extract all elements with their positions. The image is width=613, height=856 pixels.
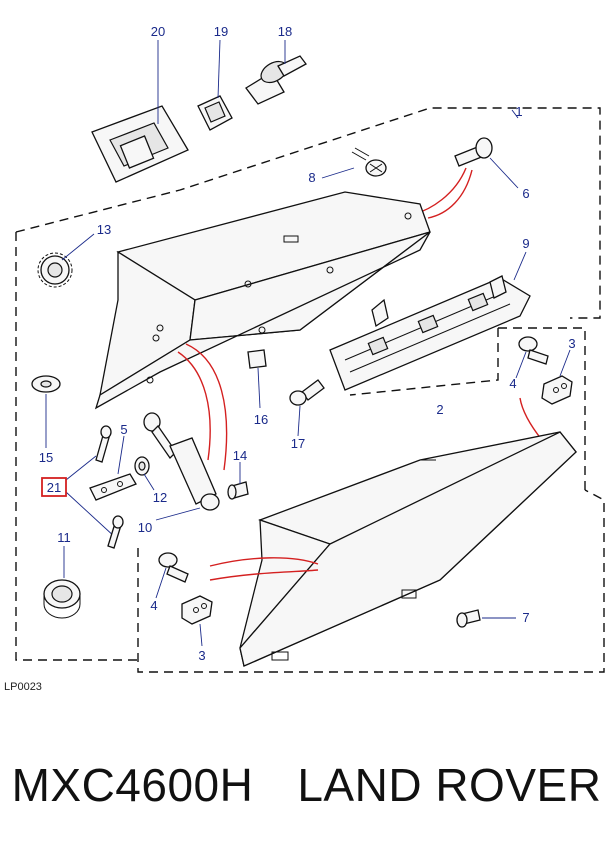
part-clip-3-upper (541, 375, 573, 405)
part-washer-12 (134, 456, 150, 476)
callout-14[interactable]: 14 (233, 448, 247, 463)
callout-3-upper[interactable]: 3 (568, 336, 575, 351)
part-bolt-6 (454, 137, 493, 167)
arrow-strut-b (185, 343, 228, 471)
arrow-2 (519, 397, 543, 441)
arrow-6b (427, 169, 473, 219)
part-nut-clip-16 (247, 349, 267, 369)
part-bolt-4-upper (518, 336, 549, 365)
arrow-6 (413, 167, 467, 215)
part-clip-3-lower (181, 595, 213, 625)
callout-17[interactable]: 17 (291, 436, 305, 451)
callout-4-upper[interactable]: 4 (509, 376, 516, 391)
part-bezel (197, 95, 233, 131)
caption: MXC4600H LAND ROVER (0, 758, 613, 812)
part-gas-strut (143, 412, 220, 511)
highlight-box (41, 477, 67, 497)
callout-21[interactable]: 21 (47, 480, 61, 495)
assembly-boundary-3 (137, 489, 605, 673)
assembly-boundary-1 (15, 107, 601, 319)
parts-diagram: 20 19 18 1 8 6 13 9 3 4 2 15 5 21 12 16 … (4, 24, 605, 693)
callout-15[interactable]: 15 (39, 450, 53, 465)
part-number: MXC4600H (11, 759, 254, 811)
diagram-ref-code: LP0023 (4, 681, 42, 693)
callout-8[interactable]: 8 (308, 170, 315, 185)
callout-12[interactable]: 12 (153, 490, 167, 505)
callout-1[interactable]: 1 (515, 104, 522, 119)
part-glovebox-door (239, 431, 577, 667)
brand-name: LAND ROVER (297, 759, 602, 811)
part-bolt-17 (289, 379, 325, 406)
part-pin-21-lower (107, 515, 124, 549)
part-pin-5 (95, 425, 112, 463)
part-washer-15 (31, 375, 61, 393)
callout-19[interactable]: 19 (214, 24, 228, 39)
part-lock-barrel (245, 55, 307, 105)
callout-2[interactable]: 2 (436, 402, 443, 417)
callout-3-lower[interactable]: 3 (198, 648, 205, 663)
callout-7[interactable]: 7 (522, 610, 529, 625)
arrow-strut-a (177, 351, 211, 461)
assembly-boundary-1b (15, 232, 138, 661)
callout-leaders (45, 39, 571, 647)
part-grommet-11 (43, 579, 81, 619)
callout-11[interactable]: 11 (57, 530, 71, 545)
part-bolt-7 (456, 609, 481, 628)
part-latch-mechanism (329, 275, 531, 391)
arrow-lower-b (209, 569, 319, 581)
part-glovebox-housing (94, 191, 431, 410)
part-grommet-13 (37, 252, 73, 288)
part-screw-8 (351, 147, 387, 177)
part-bolt-4-lower (158, 552, 189, 583)
callout-20[interactable]: 20 (151, 24, 165, 39)
assembly-boundary-2 (498, 327, 586, 490)
part-pin-14 (227, 481, 249, 500)
assembly-boundary-2b (349, 328, 499, 396)
callout-9[interactable]: 9 (522, 236, 529, 251)
callout-18[interactable]: 18 (278, 24, 292, 39)
callout-10[interactable]: 10 (138, 520, 152, 535)
part-switch-panel (91, 105, 189, 183)
callout-13[interactable]: 13 (97, 222, 111, 237)
callout-5[interactable]: 5 (120, 422, 127, 437)
part-hinge-bracket-21 (89, 473, 137, 501)
arrow-lower-a (209, 557, 319, 567)
callout-16[interactable]: 16 (254, 412, 268, 427)
callout-4-lower[interactable]: 4 (150, 598, 157, 613)
callout-6[interactable]: 6 (522, 186, 529, 201)
